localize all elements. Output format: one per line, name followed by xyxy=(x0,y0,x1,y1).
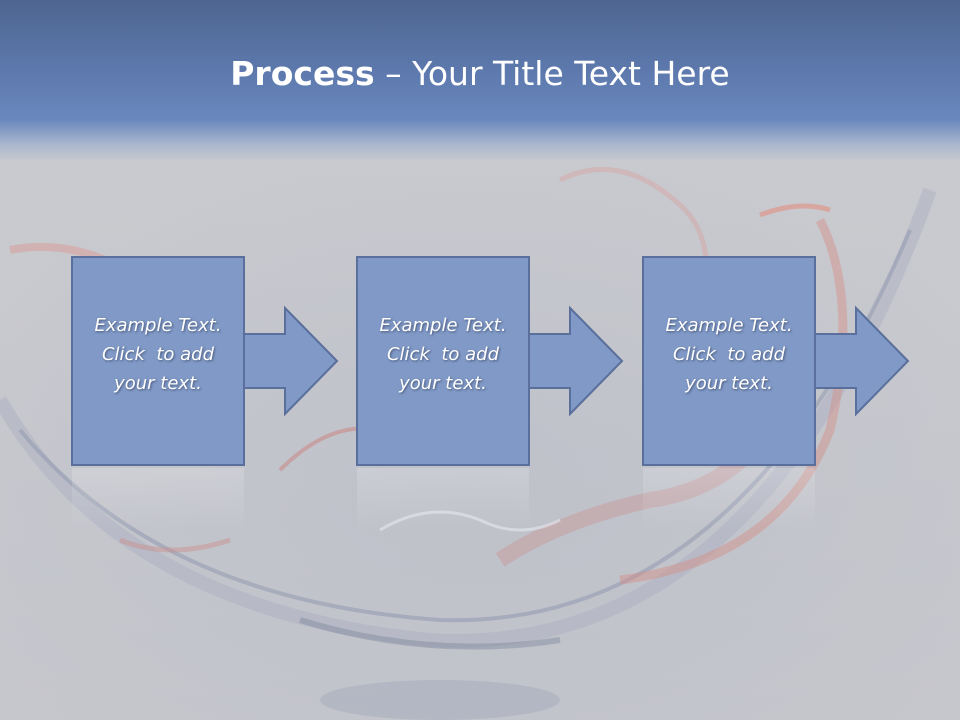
step-2-text-line-2: Click to add xyxy=(386,344,499,365)
step-1-box xyxy=(71,256,245,466)
step-1-text[interactable]: Example Text. Click to add your text. xyxy=(72,311,244,398)
step-3-text-line-1: Example Text. xyxy=(665,315,793,336)
process-step-2[interactable] xyxy=(356,256,624,466)
step-2-box xyxy=(356,256,530,466)
step-2-text-line-1: Example Text. xyxy=(379,315,507,336)
step-1-text-line-3: your text. xyxy=(114,373,202,394)
step-3-box xyxy=(642,256,816,466)
step-1-text-line-2: Click to add xyxy=(101,344,214,365)
shape-reflections xyxy=(72,468,815,530)
step-3-text-line-3: your text. xyxy=(685,373,773,394)
step-3-text-line-2: Click to add xyxy=(672,344,785,365)
slide-title[interactable]: Process – Your Title Text Here xyxy=(0,52,960,96)
process-step-3[interactable] xyxy=(642,256,910,466)
process-step-1[interactable] xyxy=(71,256,339,466)
step-3-arrow xyxy=(814,305,910,417)
title-bold-part: Process xyxy=(230,54,375,93)
step-2-text[interactable]: Example Text. Click to add your text. xyxy=(357,311,529,398)
step-2-text-line-3: your text. xyxy=(399,373,487,394)
step-1-text-line-1: Example Text. xyxy=(94,315,222,336)
step-1-arrow xyxy=(243,305,339,417)
title-rest-part: – Your Title Text Here xyxy=(374,54,730,93)
step-3-text[interactable]: Example Text. Click to add your text. xyxy=(643,311,815,398)
header-band xyxy=(0,0,960,160)
step-2-arrow xyxy=(528,305,624,417)
